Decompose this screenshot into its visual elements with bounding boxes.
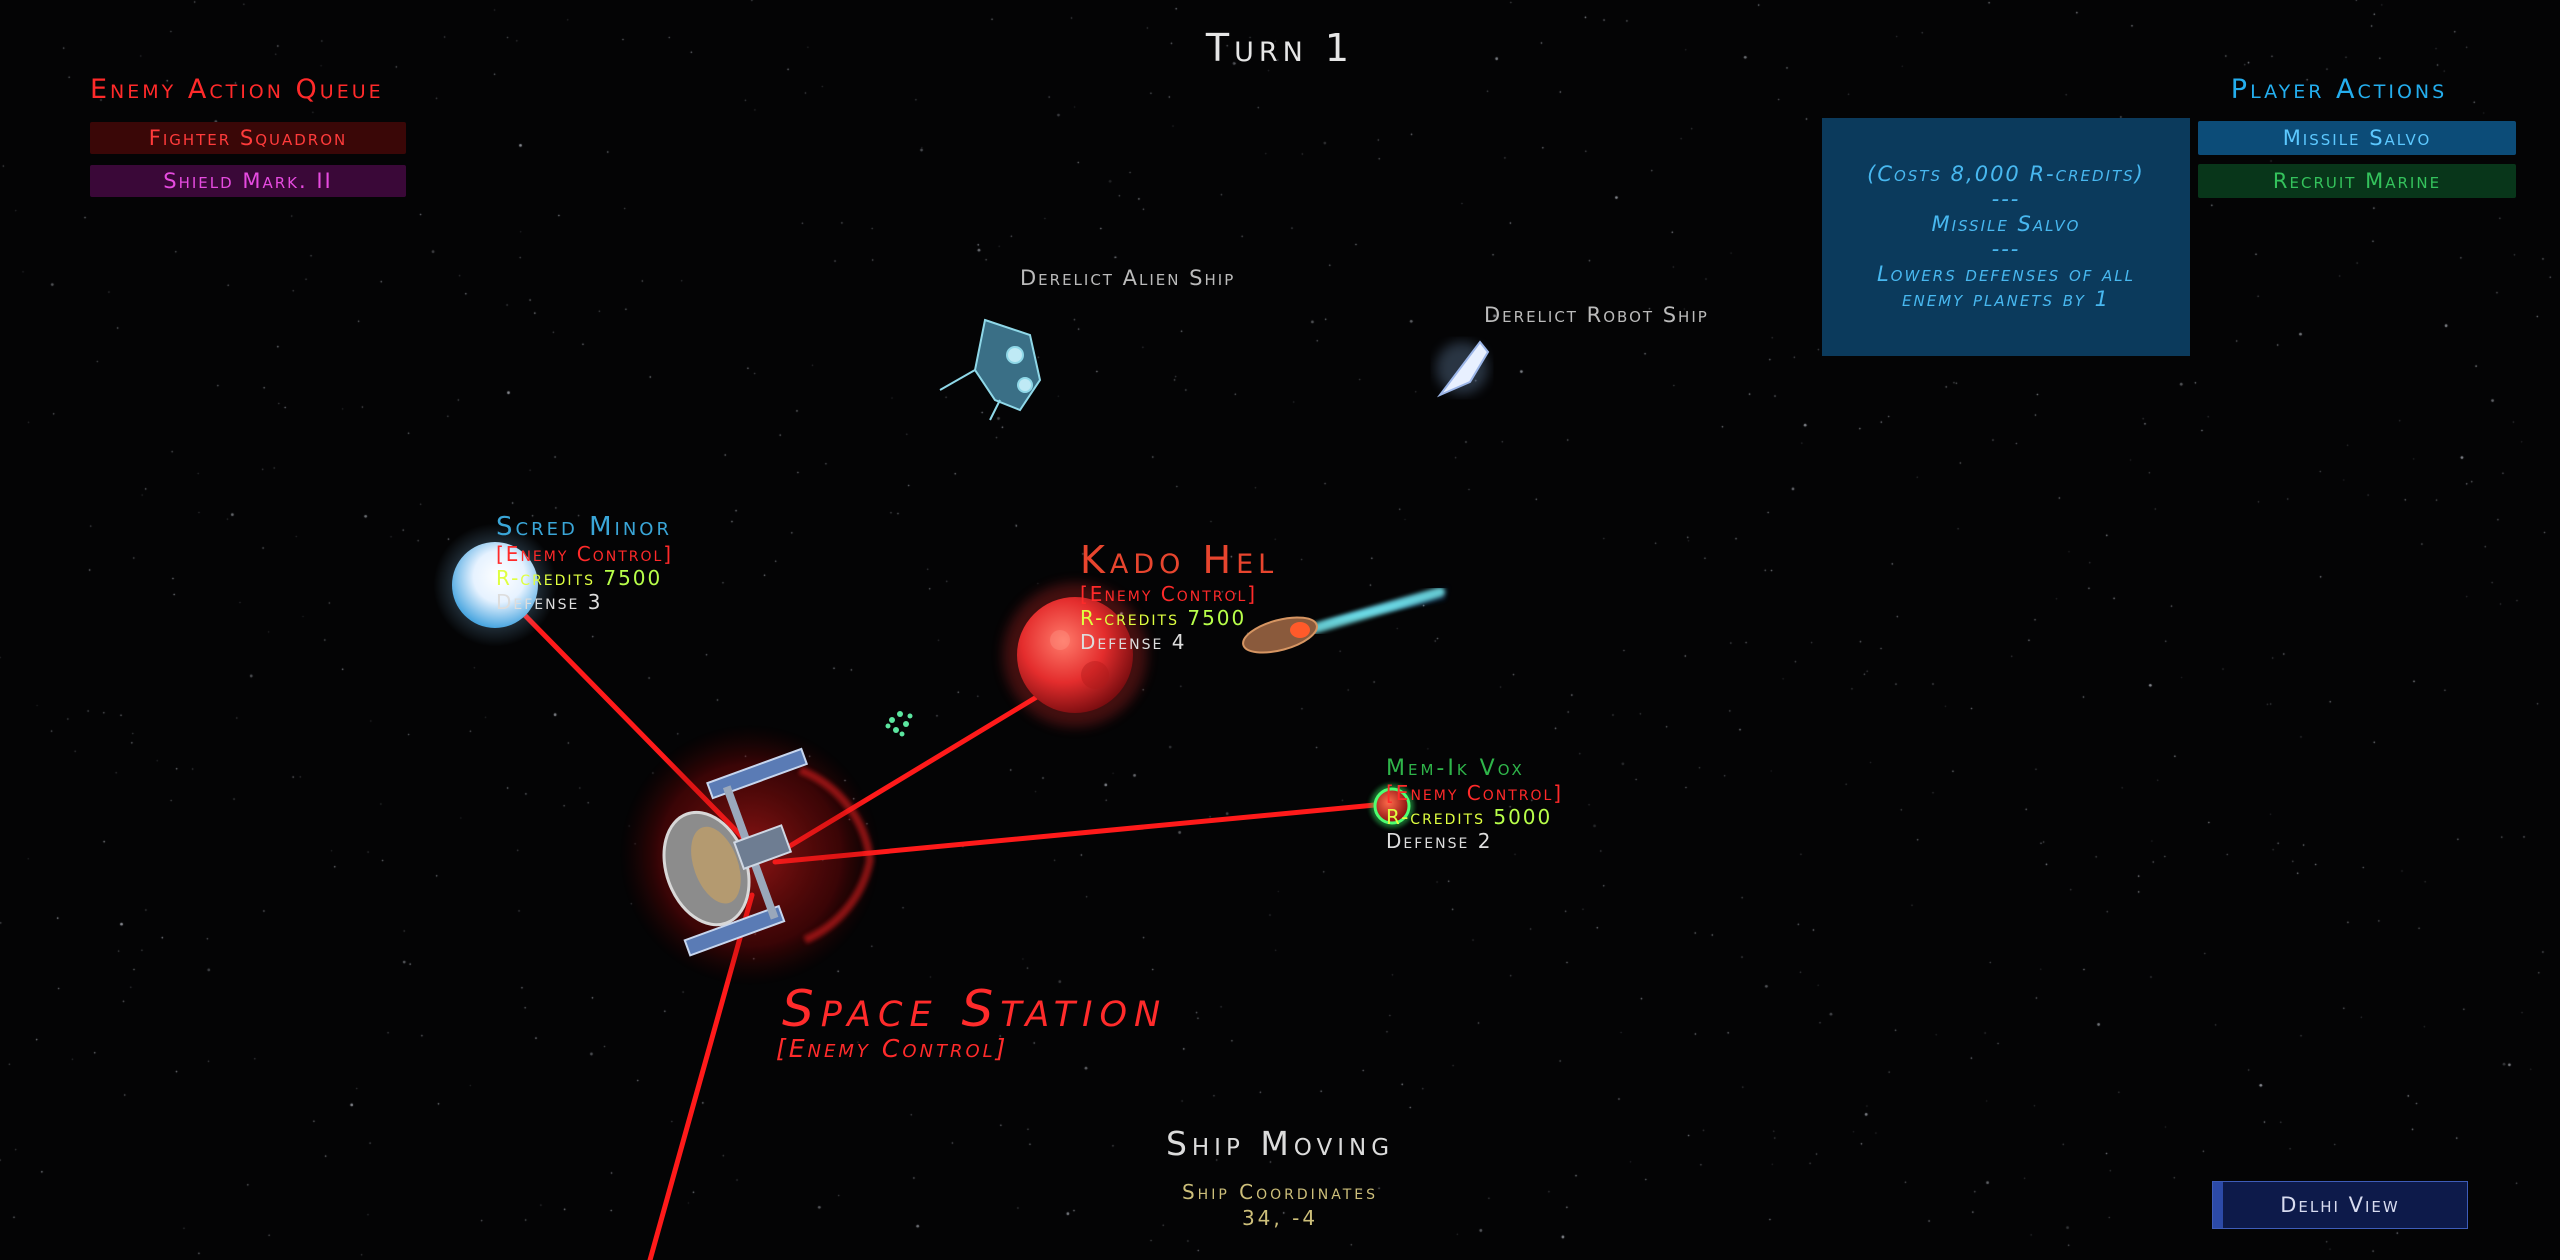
player-ship[interactable] xyxy=(1239,585,1450,659)
credits-value: 7500 xyxy=(603,566,663,590)
coords-label: Ship Coordinates xyxy=(1181,1180,1379,1204)
planet-defense: Defense 3 xyxy=(496,590,603,614)
coords-value: 34, -4 xyxy=(1241,1206,1319,1230)
fighter-squadron-marker xyxy=(885,711,913,737)
planet-control-tag: [Enemy Control] xyxy=(496,542,674,566)
enemy-queue-title: Enemy Action Queue xyxy=(90,74,384,105)
planet-info-scred-minor: Scred Minor [Enemy Control] R-credits 75… xyxy=(496,512,673,614)
planet-control-tag: [Enemy Control] xyxy=(1386,781,1564,805)
tooltip-action-name: Missile Salvo xyxy=(1931,212,2081,236)
tooltip-cost: (Costs 8,000 R-credits) xyxy=(1867,162,2145,186)
credits-label: R-credits xyxy=(1386,805,1485,829)
ship-status: Ship Moving xyxy=(1165,1124,1395,1163)
missile-salvo-button[interactable]: Missile Salvo xyxy=(2198,121,2516,155)
action-tooltip: (Costs 8,000 R-credits) --- Missile Salv… xyxy=(1822,118,2190,356)
derelict-robot-ship[interactable] xyxy=(1436,340,1490,398)
enemy-queue-item: Shield Mark. II xyxy=(90,165,406,197)
derelict-robot-ship-label: Derelict Robot Ship xyxy=(1484,303,1709,327)
credits-value: 7500 xyxy=(1187,606,1247,630)
tooltip-description: Lowers defenses of all xyxy=(1876,262,2136,286)
planet-kado-hel[interactable] xyxy=(1003,583,1147,727)
planet-scred-minor[interactable] xyxy=(433,523,557,647)
planet-defense: Defense 4 xyxy=(1080,630,1187,654)
delhi-view-button[interactable]: Delhi View xyxy=(2212,1181,2468,1229)
tooltip-separator: --- xyxy=(1991,187,2021,211)
derelict-alien-ship-label: Derelict Alien Ship xyxy=(1020,266,1236,290)
player-actions-title: Player Actions xyxy=(2230,74,2448,105)
planet-name: Mem-Ik Vox xyxy=(1386,756,1525,781)
planet-name: Scred Minor xyxy=(496,512,672,542)
planet-defense: Defense 2 xyxy=(1386,829,1493,853)
planet-control-tag: [Enemy Control] xyxy=(1080,582,1258,606)
credits-value: 5000 xyxy=(1493,805,1553,829)
tooltip-description: enemy planets by 1 xyxy=(1902,287,2110,311)
credits-label: R-credits xyxy=(1080,606,1179,630)
recruit-marine-button[interactable]: Recruit Marine xyxy=(2198,164,2516,198)
credits-label: R-credits xyxy=(496,566,595,590)
tooltip-separator: --- xyxy=(1991,237,2021,261)
planet-mem-ik-vox[interactable] xyxy=(1370,784,1414,828)
planet-info-mem-ik-vox: Mem-Ik Vox [Enemy Control] R-credits 500… xyxy=(1386,756,1563,853)
station-name: Space Station xyxy=(782,980,1168,1038)
space-station[interactable] xyxy=(620,725,880,985)
planet-name: Kado Hel xyxy=(1080,538,1279,582)
planet-info-kado-hel: Kado Hel [Enemy Control] R-credits 7500 … xyxy=(1080,538,1278,654)
turn-indicator: Turn 1 xyxy=(1205,26,1355,70)
station-control-tag: [Enemy Control] xyxy=(776,1034,1009,1063)
derelict-alien-ship[interactable] xyxy=(939,318,1042,421)
enemy-queue-item: Fighter Squadron xyxy=(90,122,406,154)
